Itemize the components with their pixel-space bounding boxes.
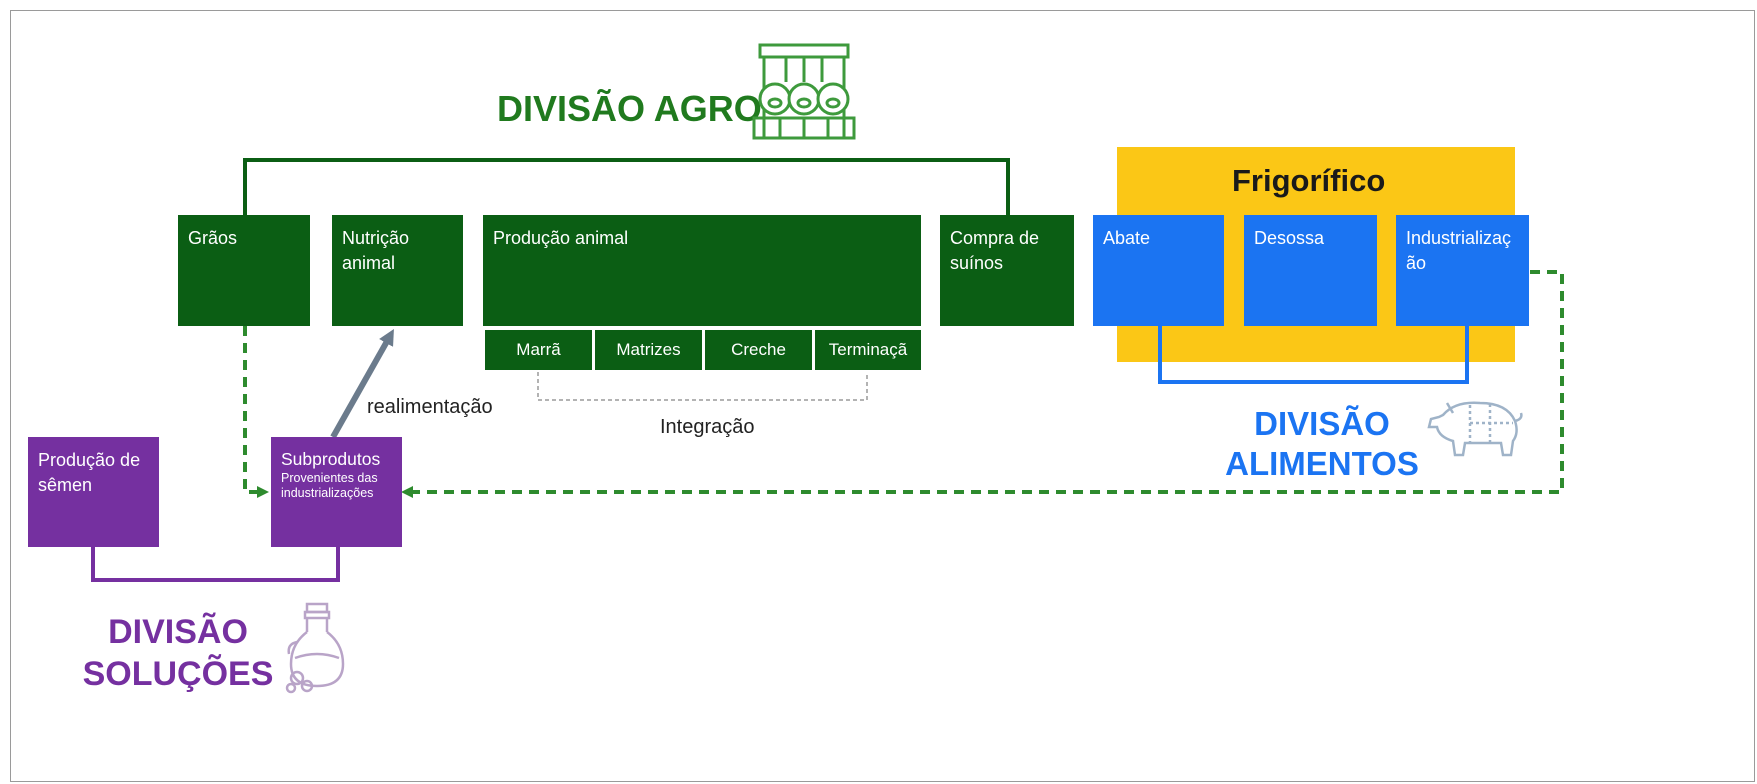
- integracao-bracket-line: [537, 372, 868, 401]
- subprodutos-sub-line1: Provenientes das: [281, 471, 378, 485]
- stage-terminacao: Terminaçã: [815, 330, 921, 370]
- compra-label-line2: suínos: [950, 253, 1004, 273]
- semen-label-line2: sêmen: [38, 475, 93, 495]
- compra-suinos-box: Compra de suínos: [940, 215, 1074, 326]
- producao-animal-label: Produção animal: [493, 228, 629, 248]
- desossa-label: Desossa: [1254, 228, 1325, 248]
- nutricao-label-line2: animal: [342, 253, 396, 273]
- pig-pens-icon: [752, 43, 856, 140]
- compra-label-line1: Compra de: [950, 228, 1040, 248]
- alimentos-bracket-line: [1158, 326, 1469, 384]
- divisao-solucoes-title: DIVISÃO SOLUÇÕES: [78, 611, 278, 695]
- industrializacao-return-arrow: [401, 270, 1564, 498]
- industrializacao-label-line1: Industrializaç: [1406, 228, 1512, 248]
- subprodutos-sub-line2: industrializações: [281, 486, 374, 500]
- industrializacao-box: Industrializaç ão: [1396, 215, 1529, 326]
- producao-animal-box: Produção animal: [483, 215, 921, 326]
- divisao-solucoes-line2: SOLUÇÕES: [82, 655, 274, 693]
- divisao-alimentos-line1: DIVISÃO: [1254, 405, 1390, 442]
- stage-matrizes: Matrizes: [595, 330, 702, 370]
- subprodutos-box: Subprodutos Provenientes das industriali…: [271, 437, 402, 547]
- subprodutos-label: Subprodutos: [281, 449, 381, 469]
- solucoes-bracket-line: [91, 547, 340, 582]
- desossa-box: Desossa: [1244, 215, 1377, 326]
- integracao-label: Integração: [660, 416, 755, 438]
- industrializacao-label-line2: ão: [1406, 253, 1427, 273]
- divisao-alimentos-title: DIVISÃO ALIMENTOS: [1222, 404, 1422, 484]
- graos-to-subprodutos-arrow: [243, 326, 269, 498]
- realimentacao-label: realimentação: [367, 396, 493, 418]
- divisao-agro-title: DIVISÃO AGRO: [497, 88, 762, 129]
- realimentacao-arrow: [330, 329, 394, 439]
- nutricao-animal-box: Nutrição animal: [332, 215, 463, 326]
- stage-creche: Creche: [705, 330, 812, 370]
- oil-bottle-icon: [285, 602, 345, 694]
- nutricao-label-line1: Nutrição: [342, 228, 410, 248]
- pig-cuts-icon: [1427, 401, 1523, 457]
- abate-label: Abate: [1103, 228, 1151, 248]
- graos-label: Grãos: [188, 228, 238, 248]
- agro-bracket-line: [243, 158, 1010, 215]
- diagram-frame: [10, 10, 1755, 782]
- divisao-alimentos-line2: ALIMENTOS: [1225, 445, 1419, 482]
- semen-label-line1: Produção de: [38, 450, 141, 470]
- producao-semen-box: Produção de sêmen: [28, 437, 159, 547]
- graos-box: Grãos: [178, 215, 310, 326]
- divisao-solucoes-line1: DIVISÃO: [108, 613, 248, 651]
- frigorifico-title: Frigorífico: [1232, 163, 1386, 198]
- stage-marra: Marrã: [485, 330, 592, 370]
- abate-box: Abate: [1093, 215, 1224, 326]
